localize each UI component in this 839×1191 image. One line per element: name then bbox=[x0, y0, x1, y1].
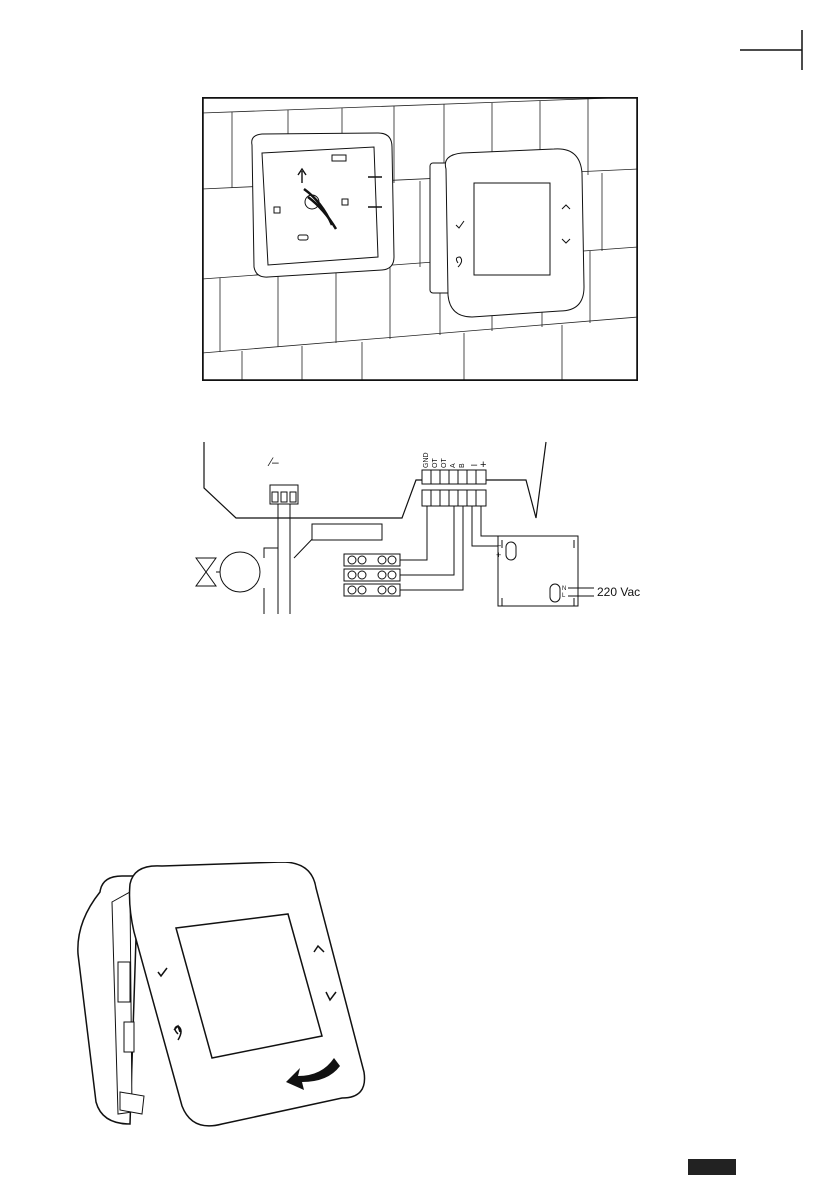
terminal-label-b: B bbox=[459, 463, 466, 468]
relay-terminal-block bbox=[270, 485, 298, 504]
wiring-diagram: ⁄– GND OT OT A B – + bbox=[190, 438, 650, 616]
crop-mark bbox=[740, 30, 830, 70]
terminal-label-ot1: OT bbox=[432, 458, 439, 468]
back-plate bbox=[252, 133, 394, 277]
thermostat-outline bbox=[204, 442, 546, 518]
mounting-figure bbox=[202, 97, 638, 381]
bus-terminal-block bbox=[422, 470, 486, 506]
valve-icon bbox=[196, 552, 260, 592]
supply-polarity-plus: + bbox=[496, 550, 501, 560]
open-thermostat-figure bbox=[72, 862, 372, 1134]
power-label: 220 Vac bbox=[597, 585, 640, 599]
terminal-label-ot2: OT bbox=[441, 458, 448, 468]
bus-wires bbox=[400, 506, 498, 590]
connector-strip bbox=[344, 554, 400, 596]
terminal-label-minus: – bbox=[471, 459, 478, 471]
valve-wires bbox=[264, 504, 318, 614]
terminal-label-plus: + bbox=[480, 459, 486, 471]
supply-polarity-minus: – bbox=[496, 540, 501, 550]
supply-input-n: N bbox=[562, 586, 566, 592]
terminal-label-a: A bbox=[450, 463, 457, 468]
terminal-label-gnd: GND bbox=[423, 452, 430, 468]
thermostat-front bbox=[430, 149, 584, 317]
page-tab bbox=[688, 1159, 736, 1175]
cable-callout-box bbox=[312, 524, 382, 540]
wall-illustration bbox=[202, 97, 638, 381]
power-supply-module bbox=[498, 536, 578, 606]
relay-symbol-label: ⁄– bbox=[267, 455, 279, 469]
